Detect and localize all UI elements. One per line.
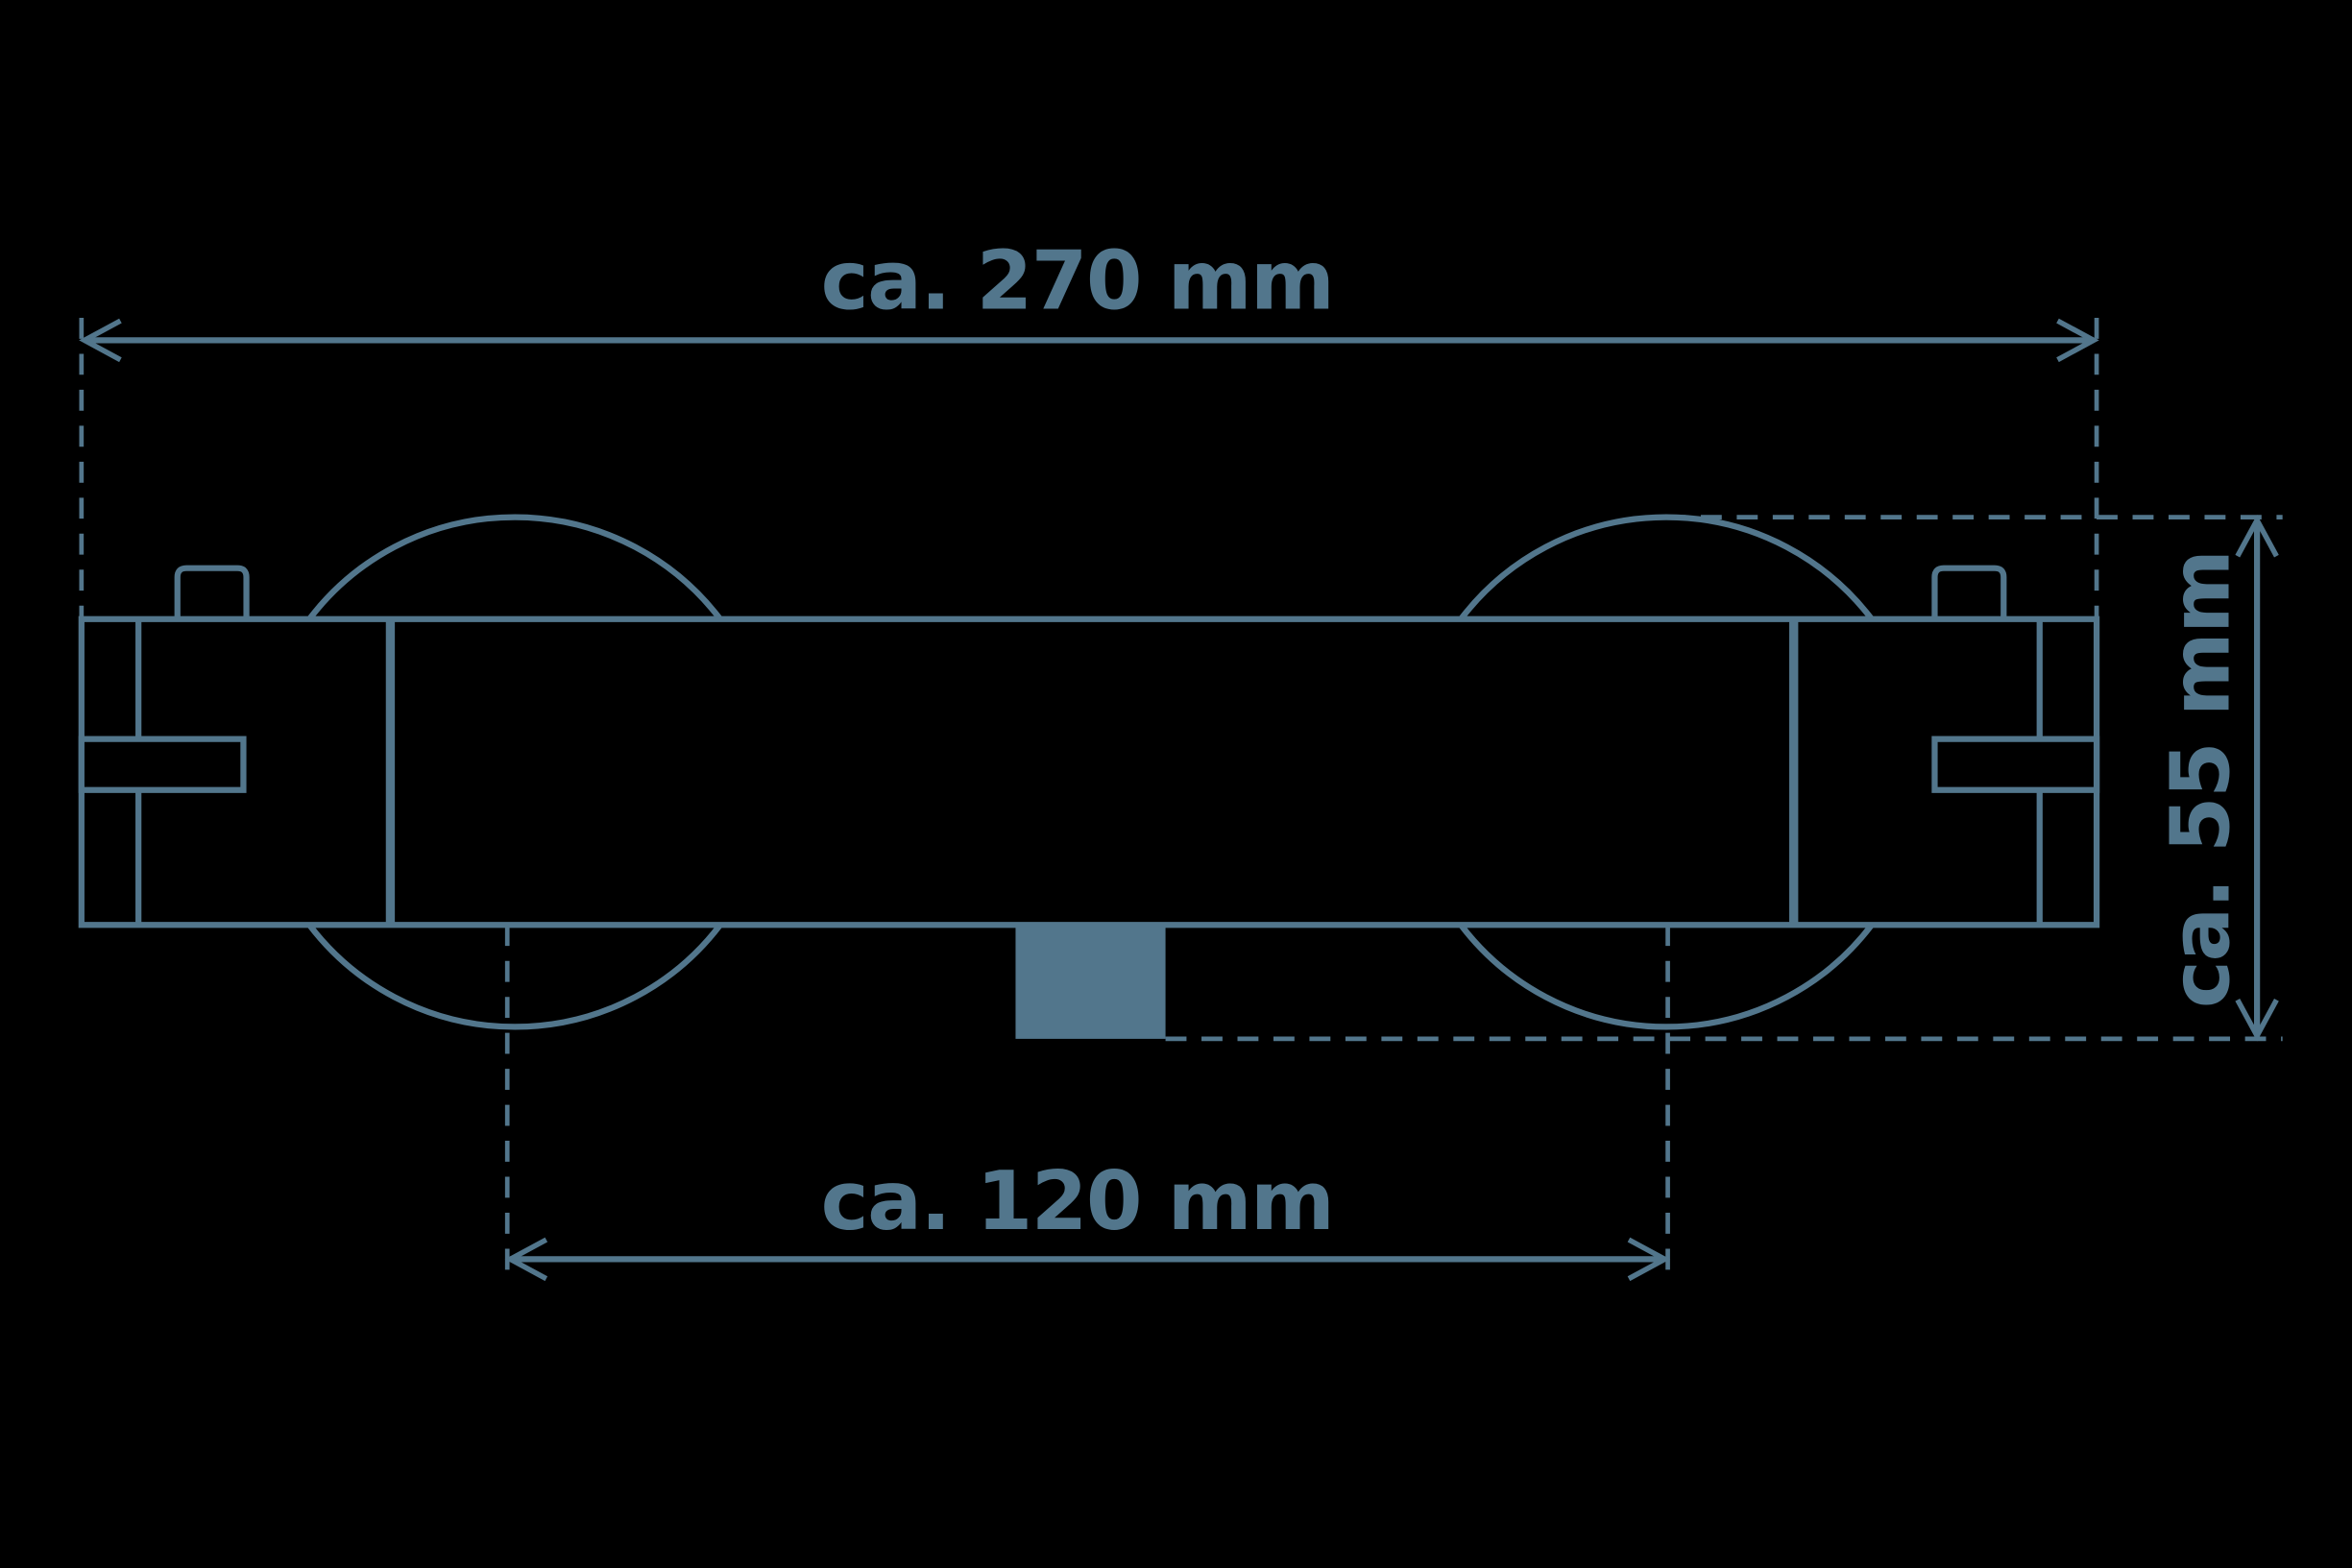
label-height: ca. 55 mm <box>2153 551 2247 1009</box>
right-handle-lever <box>1931 736 2100 793</box>
left-mount-arc-top <box>306 514 723 621</box>
right-mount-arc-top <box>1458 514 1875 621</box>
label-mount-spacing: ca. 120 mm <box>821 1154 1334 1248</box>
left-handle-nub <box>174 565 250 619</box>
left-handle-lever <box>78 736 247 793</box>
left-mount-arc-bottom <box>306 923 723 1030</box>
right-handle-nub <box>1931 565 2007 619</box>
label-total-width: ca. 270 mm <box>821 234 1334 328</box>
right-mount-arc-bottom <box>1458 923 1875 1030</box>
threaded-outlet <box>1015 925 1166 1039</box>
